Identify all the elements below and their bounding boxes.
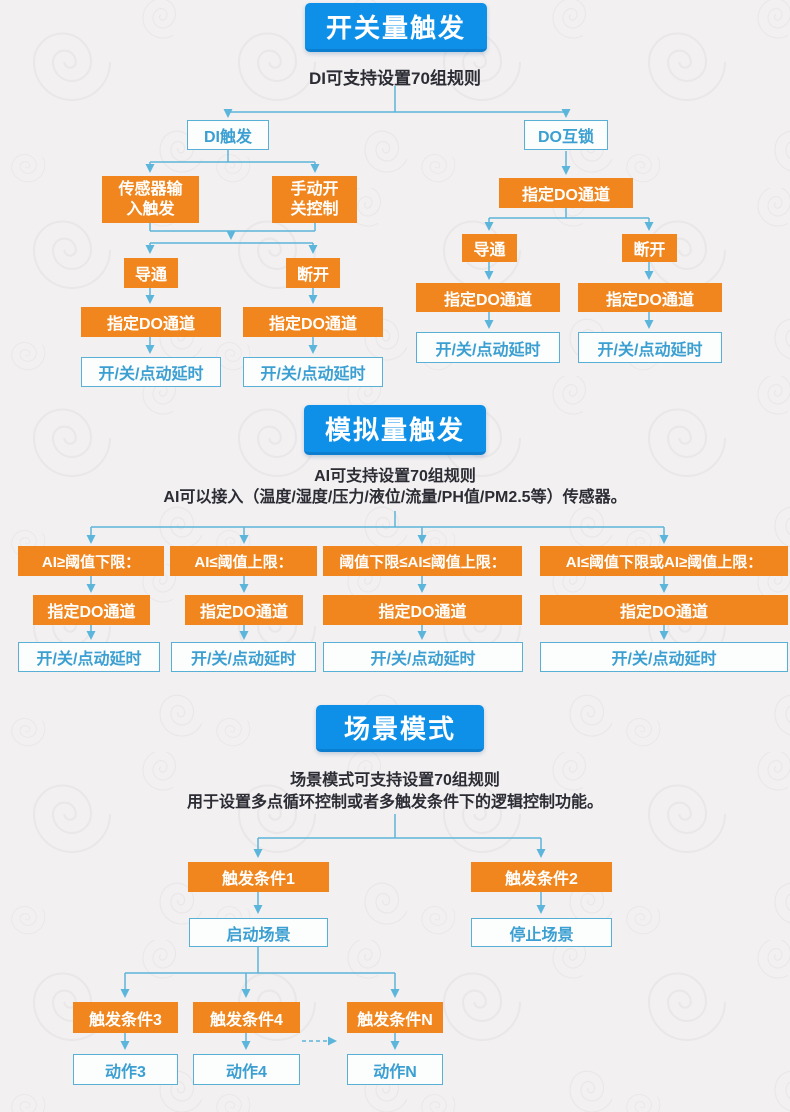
analog-caption-line1: AI可支持设置70组规则 [314,468,476,485]
node-disconnect-left: 断开 [286,258,340,288]
node-assign-do-1: 指定DO通道 [81,307,221,337]
node-di-trigger: DI触发 [187,120,269,150]
node-delay-a4: 开/关/点动延时 [540,642,788,672]
node-sensor-input-trigger: 传感器输 入触发 [102,176,199,223]
node-conduct-right: 导通 [462,234,517,262]
node-delay-a1: 开/关/点动延时 [18,642,160,672]
node-delay-a3: 开/关/点动延时 [323,642,523,672]
node-delay-4: 开/关/点动延时 [578,332,722,363]
node-assign-do-a4: 指定DO通道 [540,595,788,625]
node-trigger-4: 触发条件4 [193,1002,300,1033]
node-delay-3: 开/关/点动延时 [416,332,560,363]
node-action-3: 动作3 [73,1054,178,1085]
scene-caption-line1: 场景模式可支持设置70组规则 [290,772,500,789]
node-delay-1: 开/关/点动延时 [81,357,221,387]
node-trigger-3: 触发条件3 [73,1002,178,1033]
node-assign-do-a2: 指定DO通道 [185,595,303,625]
node-action-n: 动作N [347,1054,443,1085]
section-scene-title: 场景模式 [316,705,484,752]
node-trigger-1: 触发条件1 [188,862,329,892]
node-start-scene: 启动场景 [189,918,328,947]
section-scene-caption: 场景模式可支持设置70组规则 用于设置多点循环控制或者多触发条件下的逻辑控制功能… [45,770,745,814]
section-switch-caption: DI可支持设置70组规则 [309,69,481,88]
node-conduct-left: 导通 [124,258,178,288]
node-condition-between: 阈值下限≤AI≤阈值上限： [323,546,522,576]
node-assign-do-a1: 指定DO通道 [33,595,150,625]
section-analog-title: 模拟量触发 [304,405,486,455]
node-assign-do-a3: 指定DO通道 [323,595,522,625]
section-analog-caption: AI可支持设置70组规则 AI可以接入（温度/湿度/压力/液位/流量/PH值/P… [45,466,745,508]
node-assign-do-2: 指定DO通道 [243,307,383,337]
node-condition-ge-lower: AI≥阈值下限： [18,546,164,576]
node-delay-2: 开/关/点动延时 [243,357,383,387]
node-assign-do-4: 指定DO通道 [578,283,722,312]
section-switch-title: 开关量触发 [305,3,487,52]
node-disconnect-right: 断开 [622,234,677,262]
node-do-interlock: DO互锁 [524,120,608,150]
node-stop-scene: 停止场景 [471,918,612,947]
node-manual-switch-control: 手动开 关控制 [272,176,357,223]
node-condition-le-upper: AI≤阈值上限： [170,546,317,576]
node-delay-a2: 开/关/点动延时 [171,642,316,672]
node-action-4: 动作4 [193,1054,300,1085]
scene-caption-line2: 用于设置多点循环控制或者多触发条件下的逻辑控制功能。 [186,794,603,811]
node-condition-outside: AI≤阈值下限或AI≥阈值上限： [540,546,788,576]
node-assign-do-top: 指定DO通道 [499,178,633,208]
node-assign-do-3: 指定DO通道 [416,283,560,312]
analog-caption-line2: AI可以接入（温度/湿度/压力/液位/流量/PH值/PM2.5等）传感器。 [163,489,627,506]
node-trigger-n: 触发条件N [347,1002,443,1033]
node-trigger-2: 触发条件2 [471,862,612,892]
